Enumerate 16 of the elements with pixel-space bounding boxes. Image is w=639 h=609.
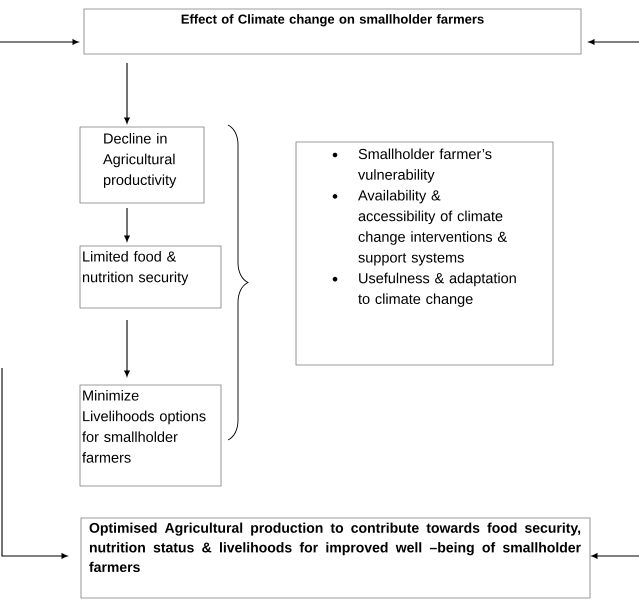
process-box: Optimised Agricultural production to contribute towards food security, nutrition status & livelihoods for improved well –being of smallholder farmers <box>80 518 590 598</box>
arrow <box>1 368 68 559</box>
arrow <box>124 208 130 242</box>
arrow <box>124 320 130 377</box>
arrow <box>124 63 130 124</box>
arrow <box>588 39 639 45</box>
process-box: Effect of Climate change on smallholder farmers <box>84 8 582 54</box>
list-item: Smallholder farmer’s vulnerability <box>358 148 492 183</box>
list-item: Availability & accessibility of climate change interventions & support systems <box>358 190 507 266</box>
arrow <box>0 39 79 45</box>
process-box: Limited food & nutrition security <box>80 246 222 308</box>
process-box: Decline in Agricultural productivity <box>80 126 204 204</box>
bullet-list-box <box>296 142 554 366</box>
process-box: Minimize Livelihoods options for smallholder farmers <box>80 384 222 486</box>
list-item: Usefulness & adaptation to climate change <box>358 272 516 307</box>
arrow <box>591 553 639 559</box>
